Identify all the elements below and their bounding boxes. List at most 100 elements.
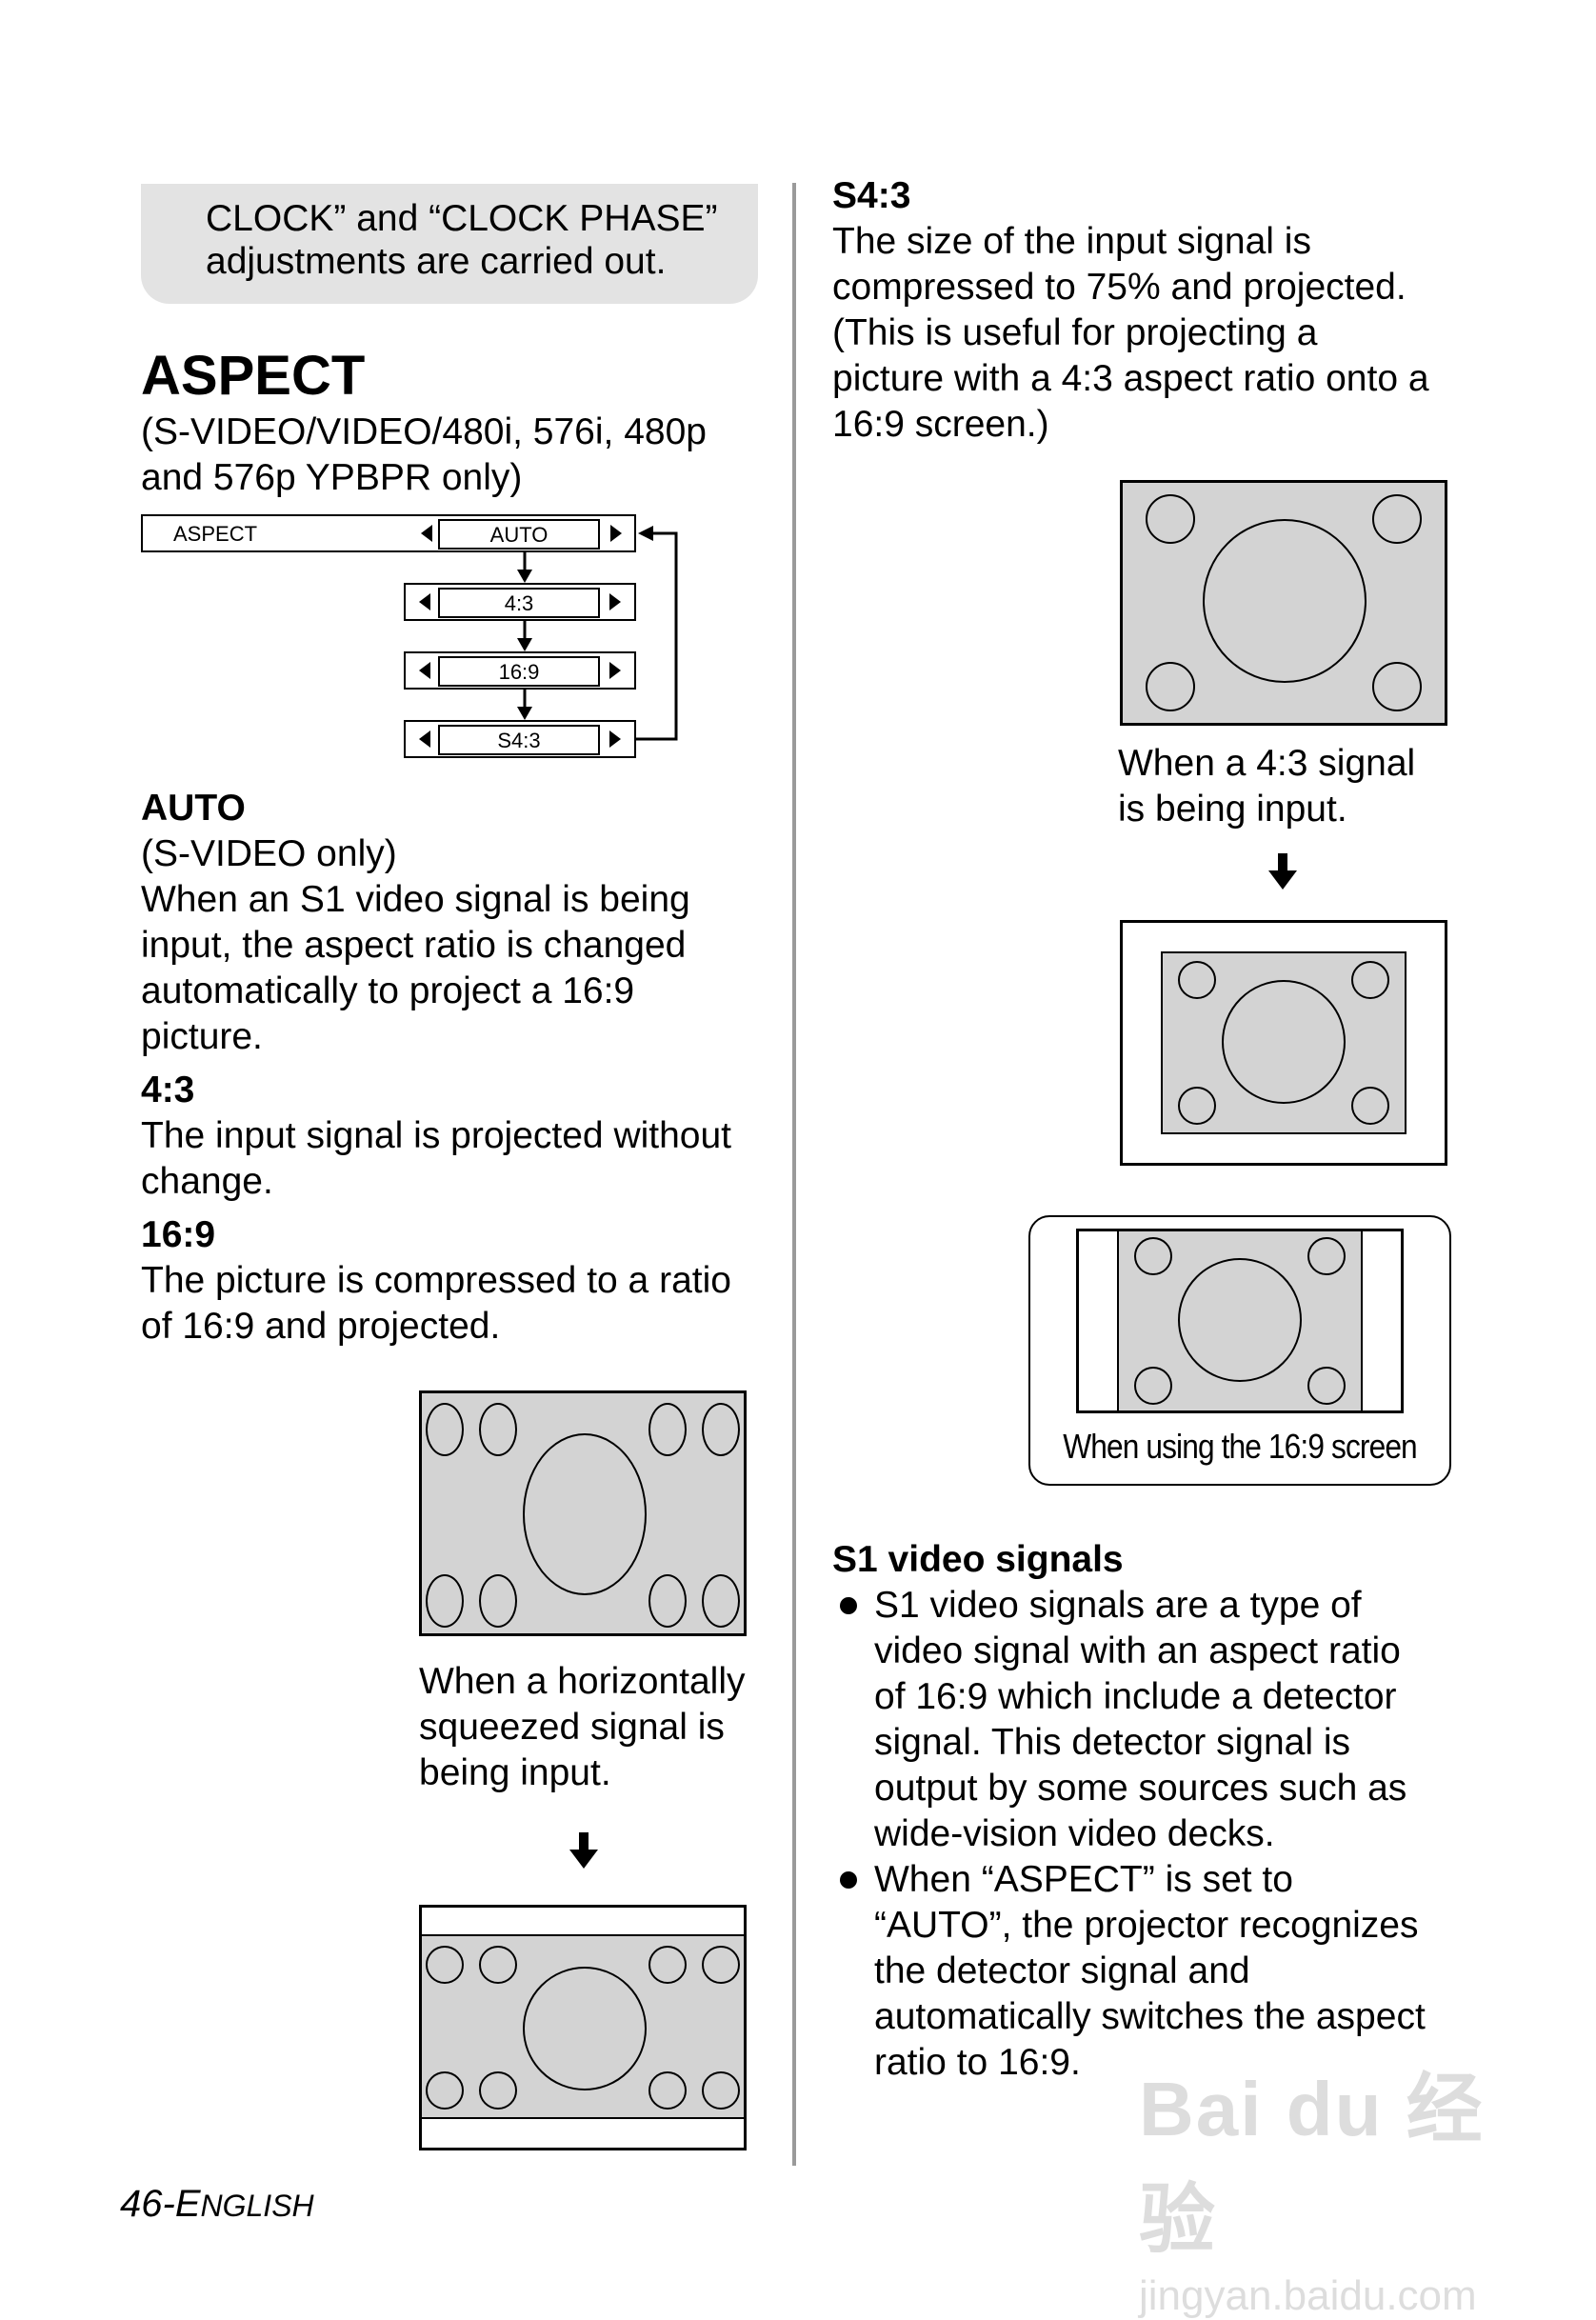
- menu-value-16-9: 16:9: [438, 656, 600, 687]
- picture-area: [422, 1934, 744, 2119]
- figure-circle: [702, 1403, 740, 1456]
- left-triangle-icon: [421, 525, 432, 542]
- figure-center-circle: [523, 1967, 647, 2090]
- figure-circle: [702, 2071, 740, 2110]
- figure-center-circle: [1222, 980, 1346, 1104]
- bullet-line: “AUTO”, the projector recognizes: [874, 1905, 1419, 1946]
- menu-label: ASPECT: [173, 522, 258, 546]
- bullet-line: output by some sources such as: [874, 1768, 1407, 1809]
- compressed-16-9-figure: [419, 1905, 747, 2150]
- watermark-url: jingyan.baidu.com: [1139, 2272, 1477, 2319]
- figure-circle: [479, 2071, 517, 2110]
- menu-option-16-9: 16:9: [404, 651, 636, 690]
- aspect-subtitle-line-1: (S-VIDEO/VIDEO/480i, 576i, 480p: [141, 411, 707, 452]
- figure-circle: [479, 1574, 517, 1628]
- figure-circle: [1351, 961, 1389, 999]
- screen-caption: When using the 16:9 screen: [1063, 1427, 1417, 1466]
- right-triangle-icon: [610, 525, 622, 542]
- figure-circle: [1178, 1087, 1216, 1125]
- figure-circle: [1307, 1237, 1346, 1275]
- bullet-dot-icon: [840, 1871, 857, 1889]
- figure-circle: [1351, 1087, 1389, 1125]
- screen-area: [1076, 1229, 1404, 1413]
- caption-line: is being input.: [1118, 789, 1347, 830]
- caption-line: being input.: [419, 1752, 611, 1793]
- page-footer: 46-ENGLISH: [120, 2183, 314, 2226]
- figure-circle: [1146, 494, 1195, 544]
- s43-line: (This is useful for projecting a: [832, 312, 1318, 353]
- right-triangle-icon: [609, 662, 621, 679]
- watermark-brand: Bai du 经验: [1139, 2067, 1485, 2262]
- figure-circle: [702, 1574, 740, 1628]
- figure-center-circle: [1203, 519, 1367, 683]
- figure-circle: [702, 1946, 740, 1984]
- column-divider: [792, 183, 796, 2166]
- s1-section: S1 video signals S1 video signals are a …: [832, 1537, 1518, 2086]
- figure-center-ellipse: [523, 1433, 647, 1595]
- down-arrow-icon: [1268, 853, 1297, 890]
- s43-line: 16:9 screen.): [832, 404, 1049, 445]
- figure-circle: [1134, 1367, 1172, 1405]
- figure-circle: [479, 1403, 517, 1456]
- figure-circle: [426, 2071, 464, 2110]
- menu-value-s4-3: S4:3: [438, 725, 600, 755]
- figure-circle: [648, 1946, 687, 1984]
- s43-line: picture with a 4:3 aspect ratio onto a: [832, 358, 1429, 399]
- figure-circle: [1178, 961, 1216, 999]
- left-triangle-icon: [419, 593, 430, 610]
- language-initial: E: [174, 2183, 201, 2225]
- auto-line: input, the aspect ratio is changed: [141, 925, 687, 966]
- figure-circle: [426, 1946, 464, 1984]
- bullet-line: S1 video signals are a type of: [874, 1585, 1362, 1626]
- four-three-caption: When a 4:3 signal is being input.: [1118, 741, 1480, 832]
- baidu-watermark: Bai du 经验 jingyan.baidu.com: [1139, 2048, 1539, 2319]
- bullet-line: the detector signal and: [874, 1950, 1250, 1991]
- s43-text: S4:3 The size of the input signal is com…: [832, 173, 1518, 448]
- caption-line: When a 4:3 signal: [1118, 743, 1416, 784]
- figure-circle: [1372, 494, 1422, 544]
- s43-line: compressed to 75% and projected.: [832, 267, 1406, 308]
- aspect-subtitle: (S-VIDEO/VIDEO/480i, 576i, 480p and 576p…: [141, 410, 769, 501]
- right-triangle-icon: [609, 593, 621, 610]
- figure-circle: [426, 1574, 464, 1628]
- menu-value-4-3: 4:3: [438, 588, 600, 618]
- four-three-input-figure: [1120, 480, 1447, 726]
- text-16-9-line: The picture is compressed to a ratio: [141, 1260, 731, 1301]
- menu-value-auto: AUTO: [438, 519, 600, 550]
- aspect-menu-diagram: ASPECT AUTO 4:3 16:9 S4:3: [141, 514, 684, 771]
- caption-line: When a horizontally: [419, 1661, 746, 1702]
- section-title-aspect: ASPECT: [141, 345, 366, 407]
- continuation-note-box: CLOCK” and “CLOCK PHASE” adjustments are…: [141, 184, 758, 304]
- aspect-subtitle-line-2: and 576p YPBPR only): [141, 457, 523, 498]
- heading-16-9: 16:9: [141, 1214, 216, 1255]
- figure-circle: [648, 2071, 687, 2110]
- left-triangle-icon: [419, 662, 430, 679]
- bullet-item: S1 video signals are a type of video sig…: [832, 1583, 1518, 1857]
- bullet-item: When “ASPECT” is set to “AUTO”, the proj…: [832, 1857, 1518, 2086]
- s43-result-figure: [1120, 920, 1447, 1166]
- picture-area: [1117, 1231, 1363, 1410]
- heading-s1-video-signals: S1 video signals: [832, 1539, 1124, 1580]
- menu-option-4-3: 4:3: [404, 583, 636, 621]
- language-rest: NGLISH: [200, 2189, 314, 2223]
- text-4-3-line: change.: [141, 1161, 273, 1202]
- figure-circle: [426, 1403, 464, 1456]
- squeezed-caption: When a horizontally squeezed signal is b…: [419, 1659, 781, 1796]
- bullet-line: ratio to 16:9.: [874, 2042, 1081, 2083]
- right-triangle-icon: [609, 730, 621, 748]
- figure-center-circle: [1178, 1258, 1302, 1382]
- squeezed-signal-figure: [419, 1390, 747, 1636]
- figure-circle: [648, 1403, 687, 1456]
- s43-line: The size of the input signal is: [832, 221, 1311, 262]
- figure-circle: [1134, 1237, 1172, 1275]
- auto-line: When an S1 video signal is being: [141, 879, 690, 920]
- picture-area: [1161, 951, 1406, 1134]
- text-4-3-line: The input signal is projected without: [141, 1115, 732, 1156]
- page-number: 46-: [120, 2183, 175, 2225]
- figure-circle: [1372, 662, 1422, 711]
- auto-line: (S-VIDEO only): [141, 833, 397, 874]
- figure-circle: [479, 1946, 517, 1984]
- figure-circle: [648, 1574, 687, 1628]
- left-triangle-icon: [419, 730, 430, 748]
- menu-option-s4-3: S4:3: [404, 720, 636, 758]
